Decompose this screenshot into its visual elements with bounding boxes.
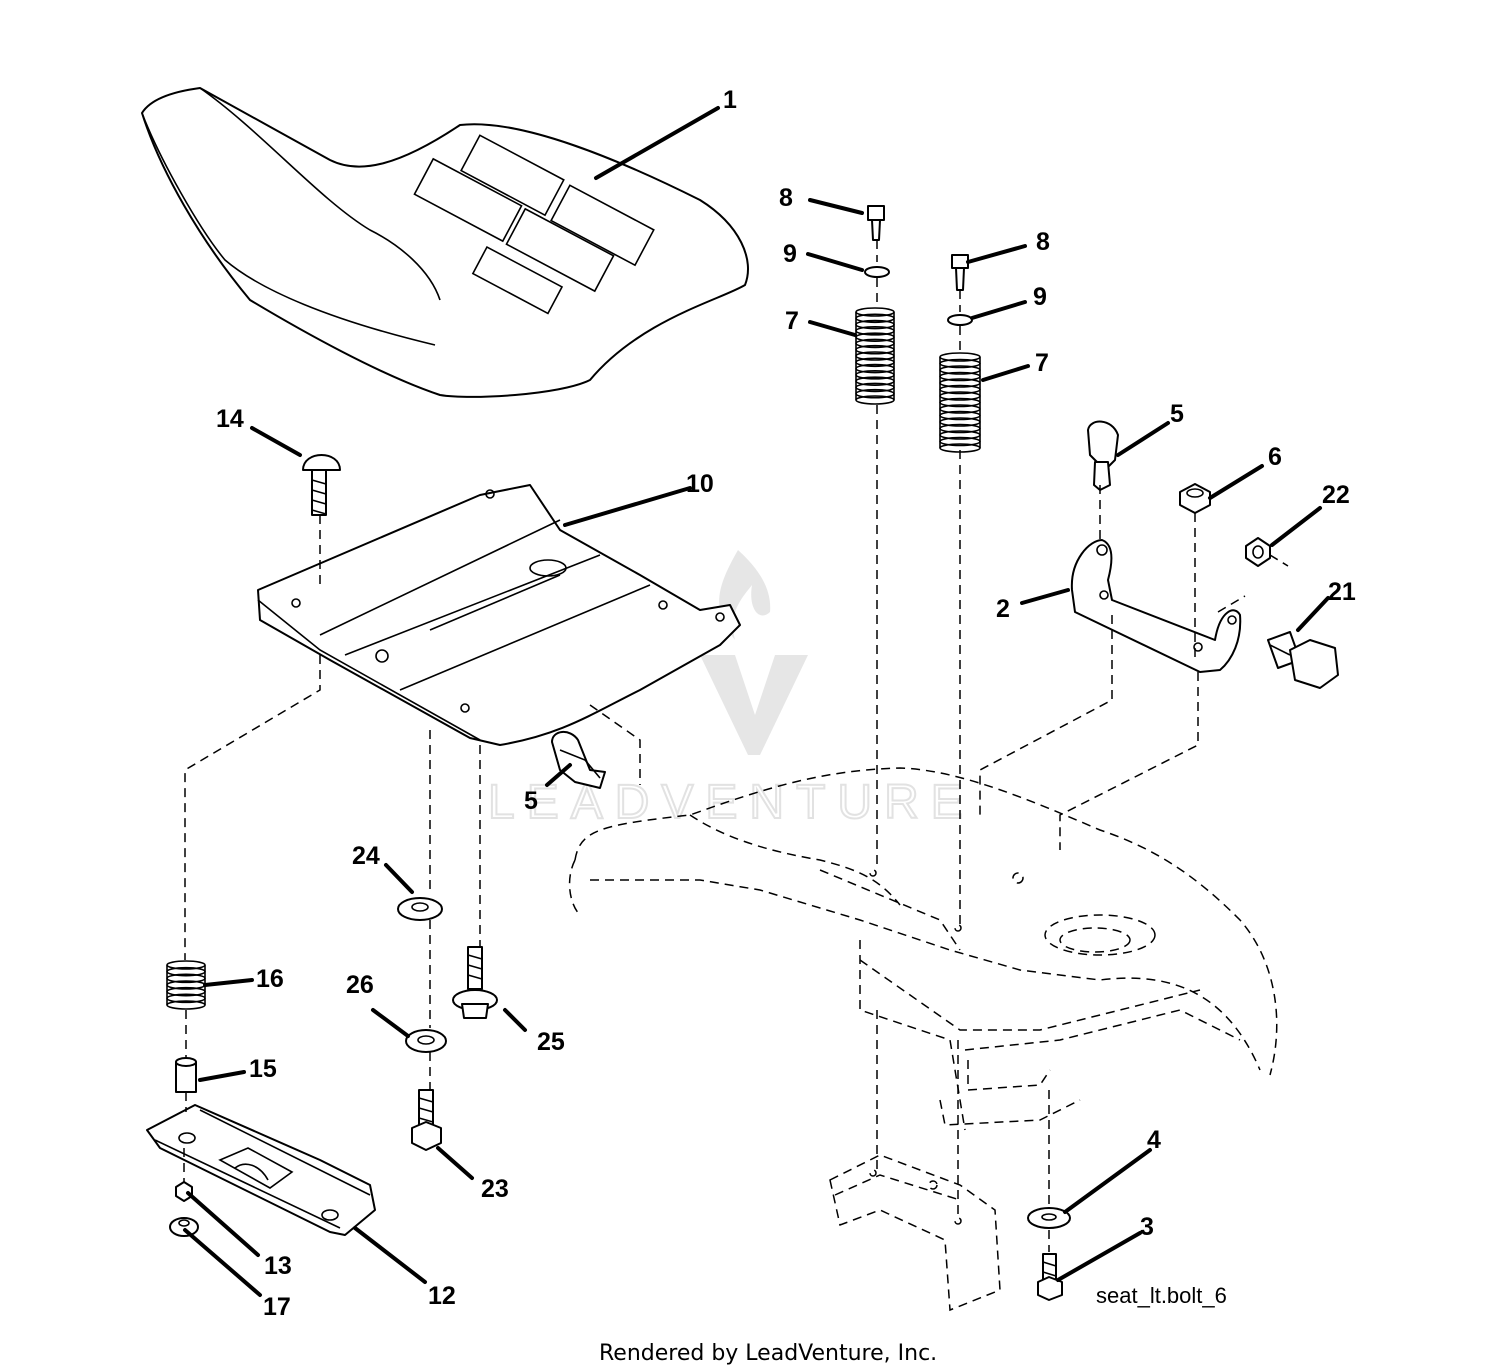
nut-13 (175, 1181, 193, 1202)
spacer-15 (175, 1057, 197, 1093)
washer-24 (397, 897, 443, 921)
seat-part (141, 87, 749, 398)
washer-9-left (864, 266, 890, 278)
callout-15: 15 (249, 1055, 277, 1083)
callout-6: 6 (1268, 443, 1282, 471)
callout-8-left: 8 (779, 184, 793, 212)
spring-outline (939, 357, 981, 448)
callout-17: 17 (263, 1293, 291, 1321)
callout-9-right: 9 (1033, 283, 1047, 311)
seat-pan-10 (257, 484, 741, 746)
callout-24: 24 (352, 842, 380, 870)
lock-nut-22 (1245, 537, 1271, 567)
callout-16: 16 (256, 965, 284, 993)
callout-2: 2 (996, 595, 1010, 623)
watermark-text: LEADVENTURE (488, 776, 975, 829)
bracket-2 (1070, 539, 1242, 673)
callout-12: 12 (428, 1282, 456, 1310)
assembly-guide-lines (183, 240, 1289, 1252)
callout-8-right: 8 (1036, 228, 1050, 256)
callout-9-left: 9 (783, 240, 797, 268)
callout-26: 26 (346, 971, 374, 999)
adjustment-plate-12 (146, 1104, 376, 1236)
clip-5-upper (1087, 420, 1119, 491)
bolt-8-left (867, 205, 885, 241)
flange-bolt-25 (452, 946, 498, 1019)
callout-5-lower: 5 (524, 787, 538, 815)
callout-labels: 1 2 3 4 5 5 6 7 7 8 8 9 9 10 12 13 14 15… (216, 86, 1356, 1321)
diagram-reference: seat_lt.bolt_6 (1096, 1283, 1227, 1308)
spring-16 (166, 960, 206, 1010)
callout-leaders (183, 106, 1330, 1297)
footer-credit: Rendered by LeadVenture, Inc. (599, 1341, 937, 1366)
callout-25: 25 (537, 1028, 565, 1056)
clip-5-lower (551, 731, 606, 789)
lower-frame-bracket (829, 1154, 1001, 1312)
flange-nut-17 (169, 1217, 199, 1237)
callout-7-right: 7 (1035, 349, 1049, 377)
hex-nut-6 (1179, 483, 1211, 514)
spring-7-right (939, 352, 981, 453)
callout-10: 10 (686, 470, 714, 498)
hex-bolt-23 (411, 1089, 442, 1151)
callout-14: 14 (216, 405, 244, 433)
spring-outline (166, 965, 206, 1005)
bolt-3 (1037, 1253, 1063, 1301)
carriage-bolt-14 (302, 454, 341, 516)
callout-22: 22 (1322, 481, 1350, 509)
washer-9-right (947, 314, 973, 326)
callout-1: 1 (723, 86, 737, 114)
callout-5-upper: 5 (1170, 400, 1184, 428)
washer-4 (1027, 1207, 1071, 1229)
callout-3: 3 (1140, 1213, 1154, 1241)
callout-21: 21 (1328, 578, 1356, 606)
callout-7-left: 7 (785, 307, 799, 335)
callout-13: 13 (264, 1252, 292, 1280)
shoulder-bolt-21 (1267, 631, 1339, 689)
bolt-8-right (951, 254, 969, 291)
callout-4: 4 (1147, 1126, 1161, 1154)
spring-7-left (855, 307, 895, 405)
spring-outline (855, 312, 895, 400)
callout-23: 23 (481, 1175, 509, 1203)
spring-washer-26 (405, 1029, 447, 1053)
